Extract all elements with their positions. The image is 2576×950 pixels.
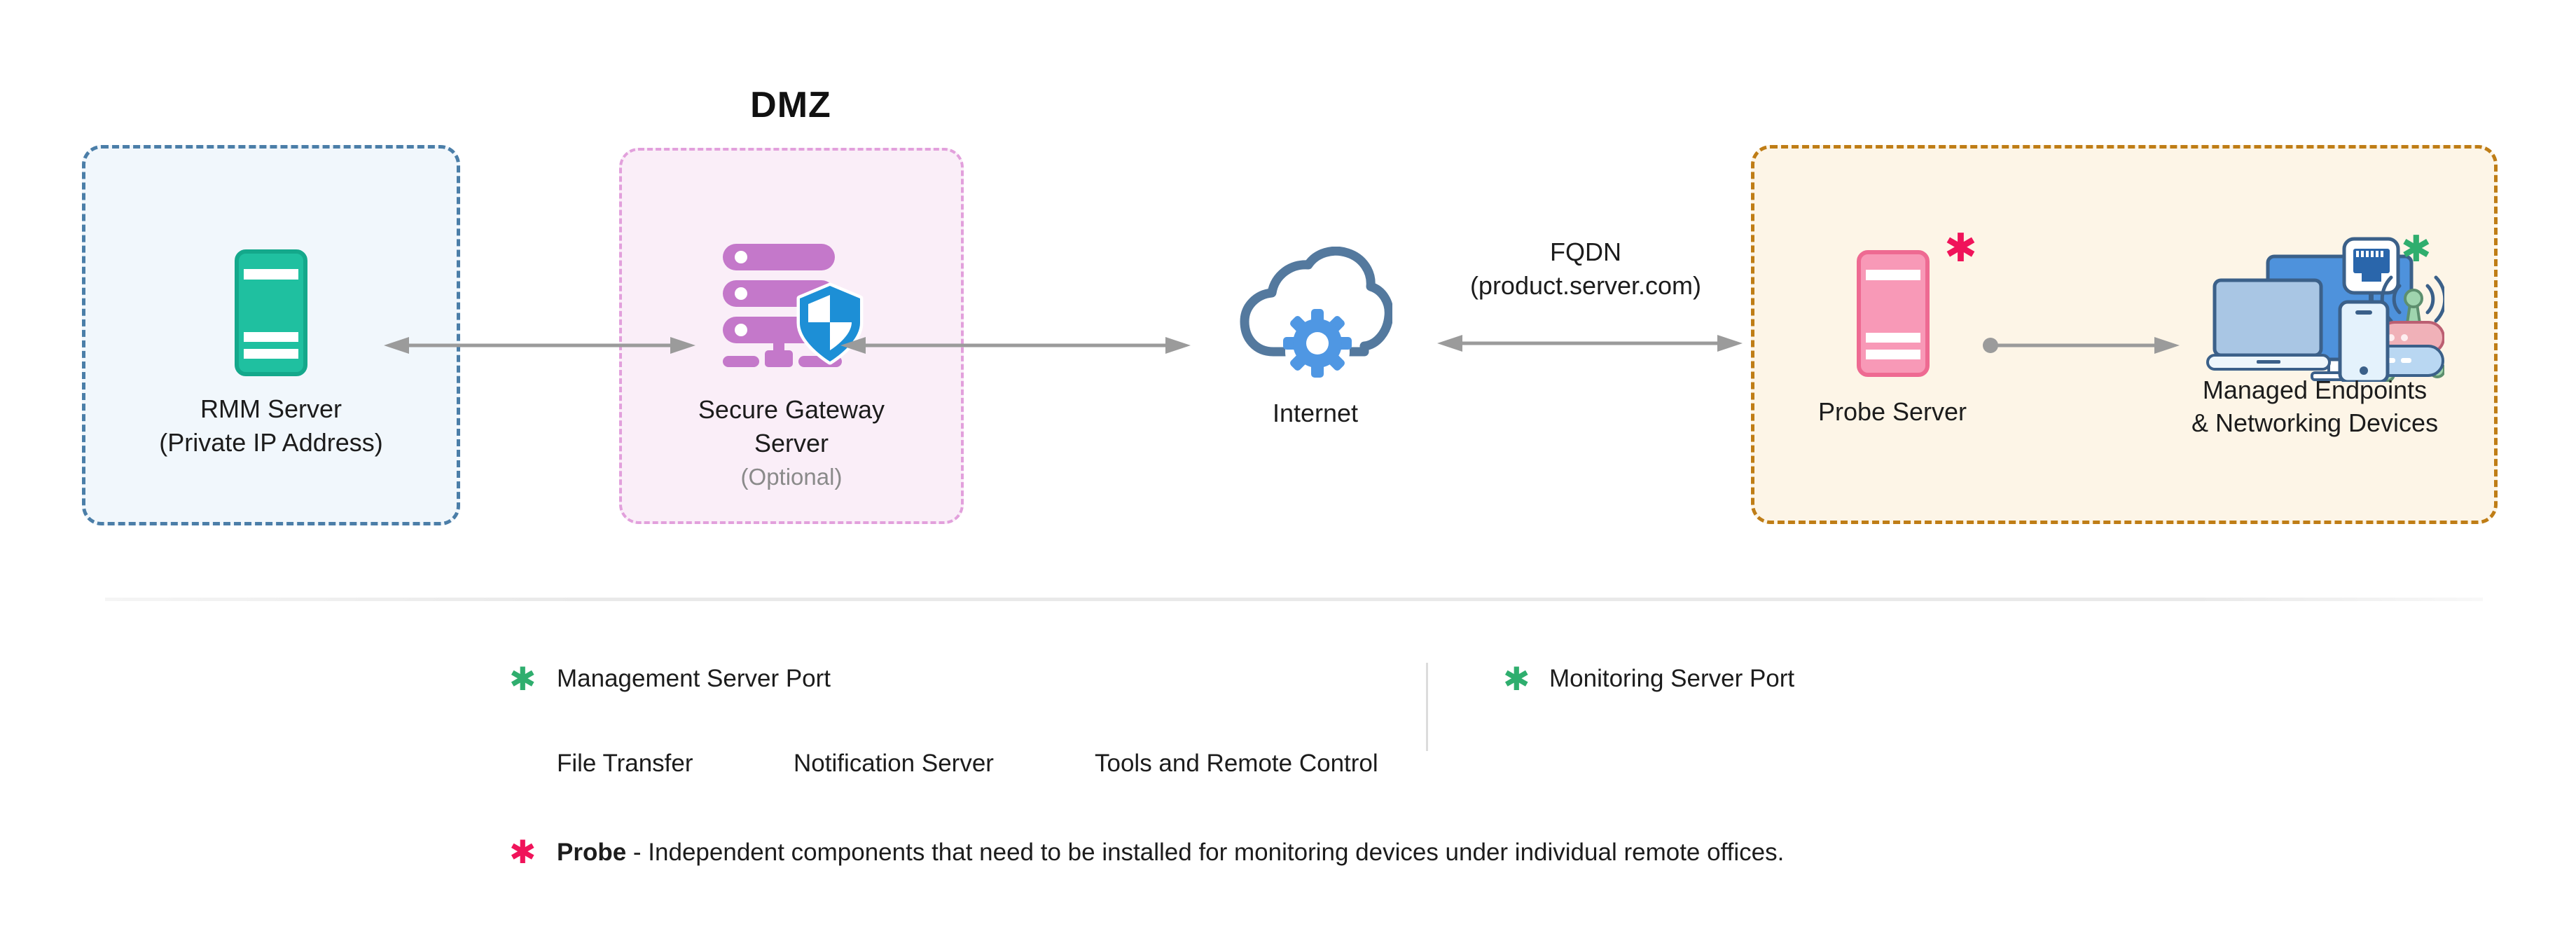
- probe-note: Probe - Independent components that need…: [557, 838, 1784, 867]
- legend-item-tools-remote-control: Tools and Remote Control: [1095, 750, 1378, 777]
- probe-note-text: - Independent components that need to be…: [626, 839, 1785, 866]
- dmz-zone-title: DMZ: [750, 85, 831, 125]
- probe-required-marker: ✱: [1944, 226, 1977, 270]
- managed-devices-icon: [2206, 237, 2444, 382]
- gateway-server-icon: [723, 244, 864, 367]
- rmm-server-label: RMM Server (Private IP Address): [159, 394, 383, 457]
- wifi-router-icon: [2371, 275, 2444, 382]
- probe-note-term: Probe: [557, 839, 627, 866]
- endpoints-monitoring-marker: ✱: [2401, 229, 2432, 270]
- internet-label: Internet: [1272, 399, 1359, 427]
- management-port-marker: ✱: [509, 661, 536, 697]
- horizontal-divider: [105, 598, 2483, 601]
- monitoring-port-label: Monitoring Server Port: [1549, 665, 1795, 692]
- phone-icon: [2338, 300, 2390, 382]
- legend-vertical-divider: [1426, 663, 1428, 751]
- legend-item-file-transfer: File Transfer: [557, 750, 693, 777]
- ethernet-port-icon: [2342, 237, 2400, 312]
- shield-icon: [796, 282, 864, 365]
- gateway-server-label: Secure Gateway Server (Optional): [698, 395, 885, 490]
- internet-cloud-icon: [1240, 247, 1392, 384]
- arrow-gateway-internet: [840, 337, 1191, 354]
- legend-item-notification-server: Notification Server: [794, 750, 994, 777]
- arrow-probe-endpoints: [1983, 337, 2180, 354]
- arrow-rmm-gateway: [384, 337, 695, 354]
- probe-server-icon: [1857, 250, 1930, 377]
- probe-note-marker: ✱: [509, 834, 536, 870]
- rmm-server-icon: [235, 249, 307, 376]
- gear-icon: [1283, 309, 1352, 378]
- arrow-internet-remote: [1437, 335, 1743, 352]
- fqdn-label: FQDN (product.server.com): [1469, 238, 1702, 300]
- management-port-label: Management Server Port: [557, 665, 831, 692]
- probe-server-label: Probe Server: [1817, 397, 1967, 426]
- managed-endpoints-label: Managed Endpoints & Networking Devices: [2191, 376, 2439, 437]
- monitoring-port-marker: ✱: [1503, 661, 1530, 697]
- laptop-icon: [2206, 278, 2331, 371]
